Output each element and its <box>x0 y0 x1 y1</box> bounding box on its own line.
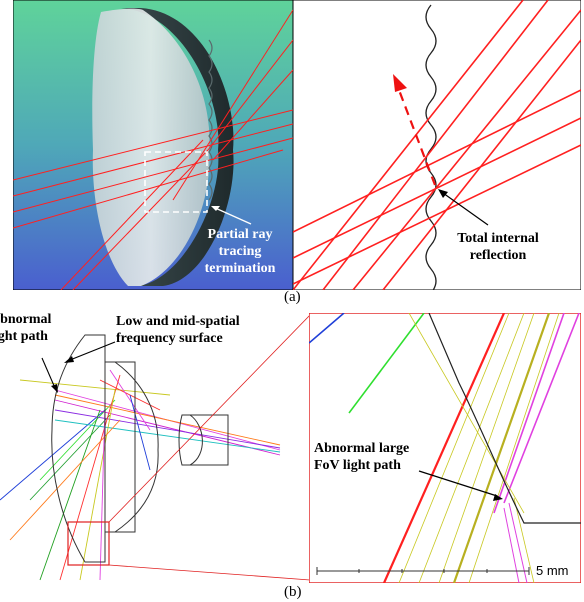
caption-a: (a) <box>284 289 301 305</box>
surface-outline <box>428 313 581 524</box>
panel-b-zoom <box>309 313 581 583</box>
rays-a-left <box>13 9 293 290</box>
abnormal-fov-label: Abnormal large FoV light path <box>314 441 410 473</box>
wavy-surface <box>425 4 437 290</box>
abnormal-light-label: Abnormal light path <box>0 312 52 344</box>
panel-a-zoom <box>293 0 581 290</box>
tir-label: Total internal reflection <box>457 231 539 263</box>
scale-bar <box>316 567 530 575</box>
rays-a-right <box>293 0 581 290</box>
partial-ray-label: Partial ray tracing termination <box>204 227 276 276</box>
lens-face <box>92 8 210 287</box>
panel-a-render <box>13 0 293 290</box>
lens-edge <box>121 8 234 286</box>
zoom-box-b <box>67 521 110 566</box>
zoom-box-a <box>144 151 208 213</box>
scale-bar-label: 5 mm <box>536 563 569 578</box>
rays-b-right <box>309 313 580 583</box>
panel-b-layout <box>0 314 310 581</box>
caption-b: (b) <box>284 584 302 600</box>
rays-b-left <box>0 369 281 581</box>
surface-label: Low and mid-spatial frequency surface <box>116 314 240 346</box>
